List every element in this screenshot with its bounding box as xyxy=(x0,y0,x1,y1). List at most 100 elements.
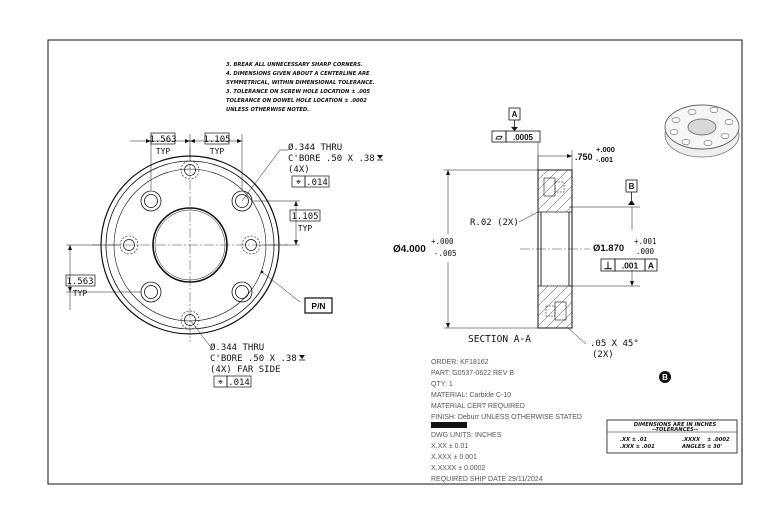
tolerance-block: DIMENSIONS ARE IN INCHES --TOLERANCES-- … xyxy=(606,419,738,454)
dim-typ: TYP xyxy=(298,224,313,233)
tolerance-title: DIMENSIONS ARE IN INCHES xyxy=(634,422,717,428)
depth-icon xyxy=(377,155,383,159)
arrowhead xyxy=(68,287,72,292)
depth-icon xyxy=(299,355,305,359)
bore-base: Ø1.870 xyxy=(593,243,624,254)
thickness-plus: +.000 xyxy=(596,145,615,154)
tolerance-left-2: .XXX ± .001 xyxy=(620,444,655,450)
thickness-base: .750 xyxy=(575,152,593,162)
section-view: A ▱ .0005 .750 +.000 -.001 B Ø1.870 +.00… xyxy=(393,107,658,360)
note-line: SYMMETRICAL, WITHIN DIMENSIONAL TOLERANC… xyxy=(226,80,375,86)
hole-top-fcf-value: .014 xyxy=(306,178,328,188)
datum-a-label: A xyxy=(512,110,518,119)
arrowhead xyxy=(446,323,450,328)
order-info-line: ORDER: KF18162 xyxy=(431,359,489,366)
dim-typ: TYP xyxy=(73,289,88,298)
revision-mark: B xyxy=(659,371,671,383)
units-info-line: X.XX ± 0.01 xyxy=(431,443,468,450)
bore-plus: +.001 xyxy=(634,237,657,246)
arrowhead xyxy=(630,281,634,286)
arrowhead xyxy=(567,154,572,158)
tolerance-right-value-1: ± .0002 xyxy=(707,437,730,443)
od-plus: +.000 xyxy=(431,237,454,246)
chamfer-note-line1: .05 X 45° xyxy=(590,339,639,349)
note-line: 3. BREAK ALL UNNECESSARY SHARP CORNERS. xyxy=(226,62,363,68)
tolerance-left-1: .XX ± .01 xyxy=(620,437,647,443)
hole-bottom-callout-line1: Ø.344 THRU xyxy=(210,342,264,353)
position-icon: ⌖ xyxy=(296,178,301,188)
datum-b-label: B xyxy=(629,182,635,191)
arrowhead xyxy=(294,240,298,245)
perp-fcf-cell xyxy=(644,258,658,272)
order-info-line: PART: G0537-0622 REV B xyxy=(431,370,514,377)
arrowhead xyxy=(146,139,151,143)
note-line: 3. TOLERANCE ON SCREW HOLE LOCATION ± .0… xyxy=(226,89,370,95)
chamfer-note-line2: (2X) xyxy=(592,350,614,360)
cbore-hole xyxy=(231,281,253,303)
note-line: TOLERANCE ON DOWEL HOLE LOCATION ± .0002 xyxy=(226,98,367,104)
leader-line xyxy=(261,271,301,303)
note-line: 4. DIMENSIONS GIVEN ABOUT A CENTERLINE A… xyxy=(226,71,370,77)
order-info-line: MATERIAL CERT REQUIRED xyxy=(431,403,525,410)
order-info-line: QTY: 1 xyxy=(431,381,453,388)
note-line: UNLESS OTHERWISE NOTED. xyxy=(226,107,309,113)
arrowhead xyxy=(185,139,190,143)
leader-line xyxy=(518,211,539,223)
dimension-box xyxy=(65,274,96,287)
od-minus: -.005 xyxy=(434,249,457,258)
cbore-pocket xyxy=(543,177,556,197)
hole-top-callout-line3: (4X) xyxy=(288,165,310,175)
perp-value: .001 xyxy=(622,261,639,271)
position-icon: ⌖ xyxy=(218,378,223,388)
units-info-line: REQUIRED SHIP DATE 29/11/2024 xyxy=(431,476,543,483)
section-hatch xyxy=(537,169,573,329)
flatness-fcf-cell xyxy=(505,130,541,143)
dimension-box xyxy=(204,132,230,145)
tolerance-subtitle: --TOLERANCES-- xyxy=(652,427,698,433)
pn-tag-box xyxy=(304,297,333,314)
dim-left-vertical: 1.563 xyxy=(66,277,93,287)
dimension-box xyxy=(289,209,321,222)
leader-line xyxy=(567,327,587,345)
order-info-line: MATERIAL: Carbide C-10 xyxy=(431,392,511,399)
flatness-icon: ▱ xyxy=(495,132,504,142)
hole-bottom-callout-line2: C'BORE .50 X .38 xyxy=(210,354,297,364)
dimension-box xyxy=(150,132,176,145)
position-fcf-cell xyxy=(226,375,252,388)
dim-typ: TYP xyxy=(210,147,225,156)
units-info-line: DWG UNITS: INCHES xyxy=(431,432,502,439)
arrowhead xyxy=(294,201,298,206)
dim-typ: TYP xyxy=(156,147,171,156)
sheet-border xyxy=(47,39,743,485)
hole-top-callout-line1: Ø.344 THRU xyxy=(288,142,342,153)
bore-minus: .000 xyxy=(636,247,655,256)
position-fcf-cell xyxy=(304,175,330,188)
leader-line xyxy=(241,149,281,202)
iso-holes xyxy=(669,107,734,146)
radius-note: R.02 (2X) xyxy=(470,218,519,228)
thickness-minus: -.001 xyxy=(596,155,613,164)
far-side-hole xyxy=(180,310,200,330)
order-info-line: FINISH: Deburr UNLESS OTHERWISE STATED xyxy=(431,414,582,421)
section-label: SECTION A-A xyxy=(468,334,531,345)
datum-a-triangle xyxy=(511,127,518,131)
hole-pocket xyxy=(554,181,565,193)
general-notes: 3. BREAK ALL UNNECESSARY SHARP CORNERS. … xyxy=(226,62,375,113)
far-side-hole xyxy=(241,235,261,255)
perpendicularity-icon: ⊥ xyxy=(604,261,613,272)
arrowhead xyxy=(237,139,242,143)
section-upper-wall xyxy=(537,169,573,213)
revision-circle xyxy=(659,371,671,383)
dim-right-vertical: 1.105 xyxy=(291,212,318,222)
arrowhead xyxy=(446,170,450,175)
units-info-line: X.XXX ± 0.001 xyxy=(431,454,477,461)
flatness-value: .0005 xyxy=(513,133,534,142)
arrowhead xyxy=(68,245,72,250)
cbore-hole xyxy=(140,190,162,212)
hole-bottom-fcf-value: .014 xyxy=(228,378,250,388)
order-info: ORDER: KF18162 PART: G0537-0622 REV B QT… xyxy=(431,359,582,483)
front-view: 1.563 TYP 1.105 TYP 1.105 TYP 1.563 TYP … xyxy=(65,132,383,388)
iso-bore xyxy=(687,118,717,136)
tolerance-right-value-2: ± 30' xyxy=(707,444,722,450)
